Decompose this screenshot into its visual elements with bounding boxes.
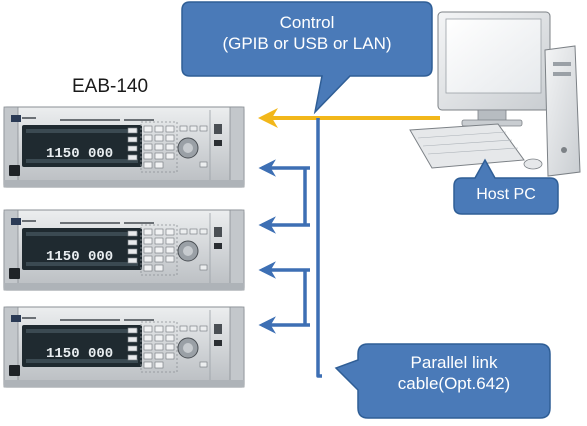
host-pc-callout [453,158,559,215]
control-callout [181,1,433,115]
lcd-display [22,125,142,167]
display-value-right: 000 [88,146,113,162]
keypad [143,125,175,169]
brand-logo [11,115,21,122]
parallel-callout-line1: Parallel link [410,353,498,372]
parallel-callout [334,343,551,419]
parallel-callout-line2: cable(Opt.642) [397,374,511,394]
parallel-link-cable [303,118,322,378]
instrument-unit-3 [3,306,245,388]
display-value-left: 1150 [46,146,80,162]
host-pc-label: Host PC [476,186,536,203]
control-callout-text: Control (GPIB or USB or LAN) [182,12,432,55]
control-callout-line1: Control [279,13,335,32]
instrument-unit-1: 1150 000 [3,106,245,188]
instrument-unit-2 [3,209,245,291]
parallel-callout-text: Parallel link cable(Opt.642) [358,352,550,395]
power-switch-icon [9,165,20,176]
control-callout-line2: (GPIB or USB or LAN) [222,34,392,54]
instrument-model-label: EAB-140 [72,76,149,97]
host-pc-icon [409,11,581,177]
